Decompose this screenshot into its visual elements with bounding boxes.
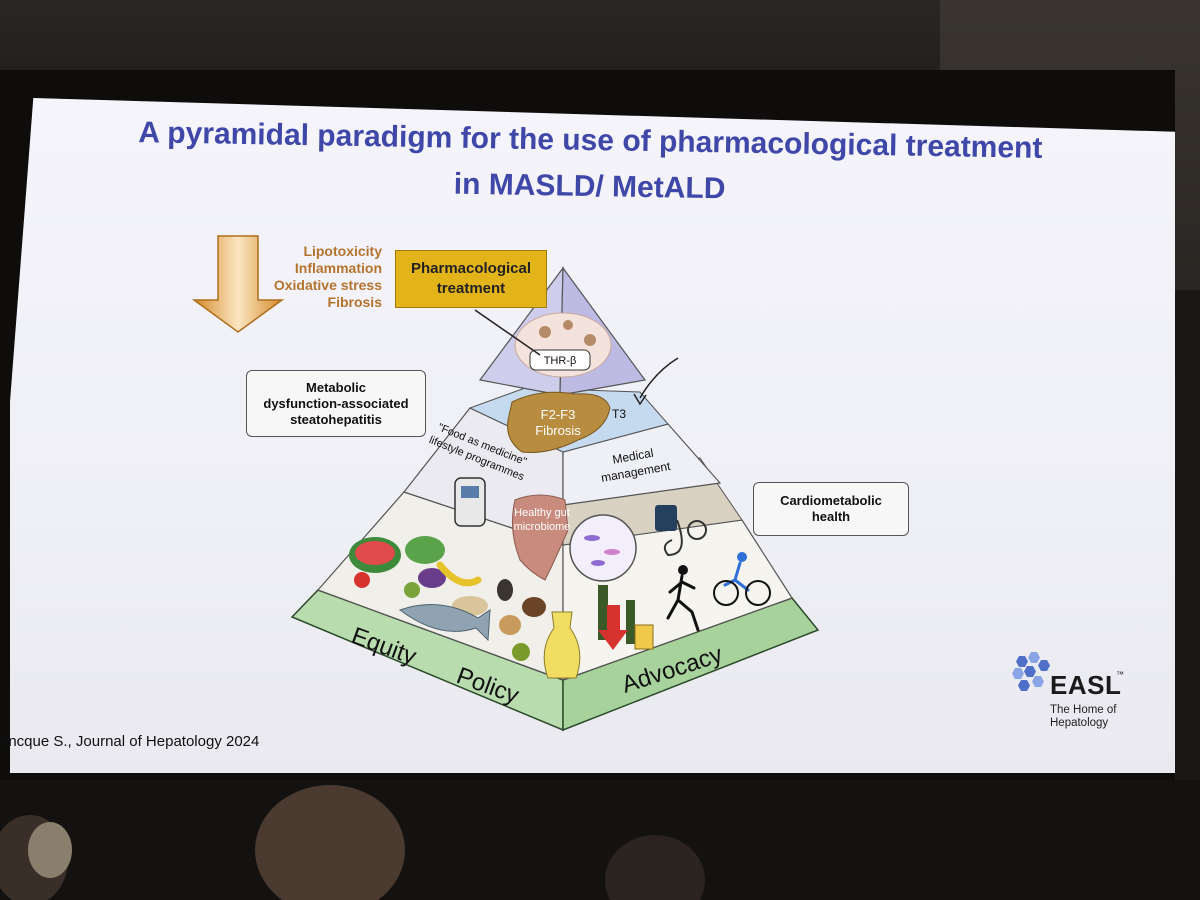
- stressor-item: Inflammation: [294, 260, 382, 276]
- organelle-icon: [563, 320, 573, 330]
- logo-hex-icon: [1028, 652, 1040, 663]
- cardiometabolic-box: Cardiometabolic health: [753, 482, 909, 536]
- logo-hex-icon: [1018, 680, 1030, 691]
- logo-hex-icon: [1038, 660, 1050, 671]
- easl-logo: EASL ™ The Home of Hepatology: [1008, 648, 1138, 738]
- pharma-box-line-1: Pharmacological: [410, 260, 532, 277]
- logo-hex-icon: [1012, 668, 1024, 679]
- runner-icon: [666, 574, 700, 632]
- logo-name: EASL: [1050, 670, 1122, 700]
- t3-label: T3: [612, 407, 626, 421]
- pharmacological-treatment-box: Pharmacological treatment: [395, 250, 547, 308]
- grapes-icon: [418, 568, 446, 588]
- bicycle-wheel-icon: [713, 580, 739, 606]
- mash-box-line-3: steatohepatitis: [290, 411, 382, 427]
- liver-icon: [507, 391, 611, 453]
- seed-icon: [497, 579, 513, 601]
- thr-beta-label: THR-β: [544, 355, 577, 367]
- mash-box: Metabolic dysfunction-associated steatoh…: [246, 370, 426, 437]
- audience-head: [605, 835, 705, 900]
- t3-arrow-icon: [639, 357, 679, 399]
- runner-head-icon: [678, 565, 688, 575]
- arrowhead-icon: [633, 393, 647, 406]
- logo-tagline: The Home of Hepatology: [1050, 704, 1116, 730]
- bacteria-icon: [604, 549, 620, 555]
- organelle-icon: [584, 334, 596, 346]
- logo-hex-icon: [1016, 656, 1028, 667]
- mash-box-line-1: Metabolic: [306, 379, 366, 395]
- beer-glass-icon: [634, 624, 654, 650]
- bottle-icon: [626, 600, 635, 644]
- bp-monitor-icon: [655, 505, 677, 531]
- stressor-list: Lipotoxicity Inflammation Oxidative stre…: [272, 243, 382, 311]
- organelle-icon: [539, 326, 551, 338]
- audience-silhouettes: [0, 780, 1200, 900]
- down-arrow-icon: [191, 235, 285, 333]
- bacteria-icon: [584, 535, 600, 541]
- fibrosis-label-line-2: Fibrosis: [535, 423, 581, 438]
- watermelon-flesh-icon: [355, 541, 395, 565]
- greens-icon: [405, 536, 445, 564]
- pointer-line: [474, 309, 541, 356]
- audience-floor: [0, 780, 1200, 900]
- fibrosis-label-line-1: F2-F3: [541, 407, 576, 422]
- coffee-bean-icon: [522, 597, 546, 617]
- avocado-icon: [404, 582, 420, 598]
- stressor-item: Lipotoxicity: [303, 243, 382, 259]
- gut-label-line-2: microbiome: [514, 521, 571, 533]
- thr-beta-box: [529, 349, 591, 371]
- fish-icon: [398, 604, 491, 642]
- cardio-box-line-1: Cardiometabolic: [780, 493, 882, 508]
- logo-tagline-line-2: Hepatology: [1050, 717, 1109, 729]
- cardio-box-line-2: health: [811, 509, 851, 524]
- citation: ancque S., Journal of Hepatology 2024: [0, 733, 260, 750]
- bacteria-icon: [591, 560, 605, 566]
- bp-gauge-icon: [687, 520, 707, 540]
- bottle-icon: [598, 585, 608, 640]
- tomato-icon: [354, 572, 370, 588]
- logo-trademark: ™: [1116, 670, 1124, 679]
- glucometer-icon: [454, 477, 486, 527]
- bp-tube-icon: [663, 519, 683, 557]
- glucometer-screen-icon: [461, 486, 479, 498]
- microbiome-icon: [569, 514, 637, 582]
- mash-box-line-2: dysfunction-associated: [263, 395, 409, 411]
- logo-hex-icon: [1032, 676, 1044, 687]
- audience-head: [28, 822, 72, 878]
- olive-icon: [512, 643, 530, 661]
- cyclist-head-icon: [737, 552, 747, 562]
- stressor-item: Oxidative stress: [273, 277, 382, 293]
- reduce-arrow-icon: [598, 605, 628, 650]
- pharma-box-line-2: treatment: [436, 280, 506, 297]
- walnut-icon: [499, 615, 521, 635]
- intestine-icon: [511, 494, 569, 581]
- bicycle-wheel-icon: [745, 580, 771, 606]
- olive-oil-icon: [543, 611, 581, 679]
- banana-icon: [436, 561, 482, 587]
- logo-hex-icon: [1024, 666, 1036, 677]
- audience-head: [255, 785, 405, 900]
- logo-tagline-line-1: The Home of: [1050, 704, 1117, 716]
- stressor-item: Fibrosis: [327, 294, 382, 310]
- gut-label-line-1: Healthy gut: [514, 507, 570, 519]
